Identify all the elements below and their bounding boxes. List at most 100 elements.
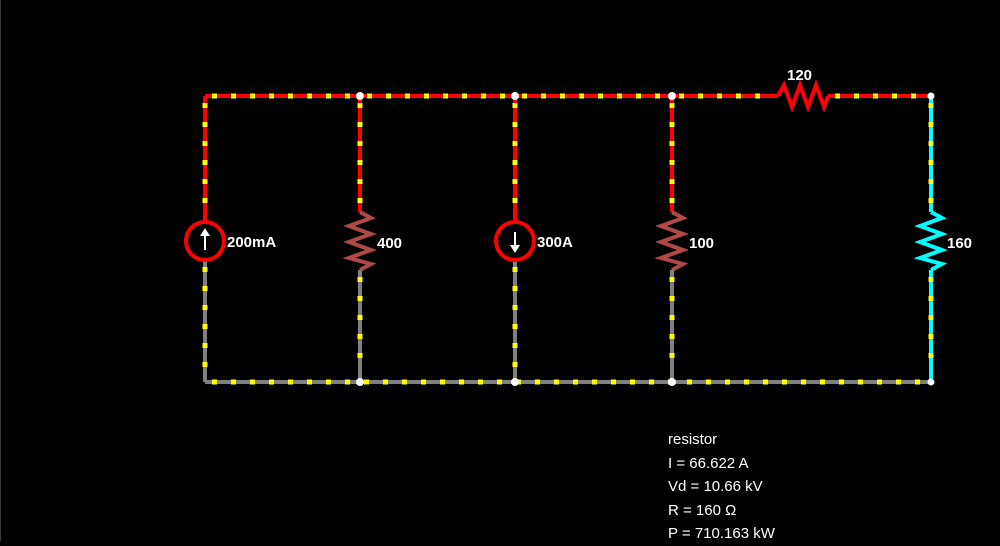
- current-dot: [535, 379, 540, 385]
- node-top-1[interactable]: [356, 92, 364, 100]
- current-dot: [669, 353, 675, 358]
- current-dot: [669, 198, 675, 203]
- current-dot: [512, 122, 518, 127]
- info-resistance: R = 160 Ω: [668, 501, 737, 519]
- component-info-panel: resistor I = 66.622 A Vd = 10.66 kV R = …: [668, 428, 775, 546]
- branch-resistor-160[interactable]: 160: [913, 96, 972, 382]
- current-dot: [231, 379, 236, 385]
- info-component-name: resistor: [668, 431, 718, 448]
- node-top-2[interactable]: [511, 92, 519, 100]
- current-dot: [669, 277, 675, 282]
- current-dot: [755, 93, 760, 99]
- current-dot: [736, 93, 741, 99]
- current-dot: [326, 93, 331, 99]
- resistor-400[interactable]: [342, 210, 377, 272]
- current-dot: [364, 379, 369, 385]
- current-dot: [669, 160, 675, 165]
- current-dot: [202, 362, 208, 367]
- current-dot: [636, 93, 641, 99]
- arrow-up-icon: [200, 228, 210, 236]
- current-dot: [744, 379, 749, 385]
- resistor-100[interactable]: [654, 210, 689, 272]
- node-bottom-3[interactable]: [668, 378, 676, 386]
- current-dot: [782, 379, 787, 385]
- arrow-down-icon: [510, 245, 520, 253]
- current-dot: [669, 179, 675, 184]
- current-dot: [402, 379, 407, 385]
- current-dot: [630, 379, 635, 385]
- current-dot: [202, 343, 208, 348]
- current-dot: [669, 122, 675, 127]
- current-dot: [687, 379, 692, 385]
- current-dot: [443, 93, 448, 99]
- branch-resistor-120[interactable]: 120: [776, 67, 830, 113]
- current-dot: [357, 122, 363, 127]
- current-dot: [512, 286, 518, 291]
- resistor-160[interactable]: [913, 210, 948, 272]
- current-dot: [763, 379, 768, 385]
- branch-source-200ma[interactable]: 200mA: [184, 96, 276, 382]
- branch-source-300a[interactable]: 300A: [494, 96, 573, 382]
- current-dot: [541, 93, 546, 99]
- current-dot: [405, 93, 410, 99]
- resistor-100-label: 100: [689, 235, 714, 252]
- current-dot: [202, 286, 208, 291]
- current-dot: [357, 277, 363, 282]
- current-dot: [928, 277, 934, 282]
- current-dot: [512, 103, 518, 108]
- current-dot: [202, 305, 208, 310]
- current-dot: [669, 103, 675, 108]
- current-dot: [858, 379, 863, 385]
- source2-label: 300A: [537, 234, 573, 251]
- current-dot: [367, 93, 372, 99]
- current-dot: [357, 296, 363, 301]
- current-dot: [928, 141, 934, 146]
- current-dot: [617, 93, 622, 99]
- node-top-3[interactable]: [668, 92, 676, 100]
- current-dot: [212, 93, 217, 99]
- node-bottom-1[interactable]: [356, 378, 364, 386]
- current-dot: [307, 93, 312, 99]
- current-dot: [512, 160, 518, 165]
- node-top-corner[interactable]: [927, 92, 935, 100]
- current-dot: [598, 93, 603, 99]
- current-dot: [424, 93, 429, 99]
- current-dot: [288, 379, 293, 385]
- info-voltage-drop: Vd = 10.66 kV: [668, 478, 763, 495]
- current-dot: [357, 334, 363, 339]
- current-dot: [669, 296, 675, 301]
- resistor-120[interactable]: [776, 79, 830, 113]
- current-dot: [512, 198, 518, 203]
- current-dot: [873, 93, 878, 99]
- current-dot: [357, 198, 363, 203]
- node-bottom-2[interactable]: [511, 378, 519, 386]
- current-dot: [231, 93, 236, 99]
- resistor-120-label: 120: [787, 67, 812, 84]
- current-dot: [560, 93, 565, 99]
- current-source-200ma[interactable]: [184, 220, 226, 262]
- current-dot: [522, 93, 527, 99]
- current-dot: [854, 93, 859, 99]
- current-source-300a[interactable]: [494, 220, 536, 262]
- current-dot: [357, 315, 363, 320]
- current-dot: [500, 93, 505, 99]
- current-dot: [835, 93, 840, 99]
- current-dot: [892, 93, 897, 99]
- info-power: P = 710.163 kW: [668, 525, 775, 542]
- current-dot: [202, 160, 208, 165]
- branch-resistor-100[interactable]: 100: [654, 96, 714, 382]
- current-dot: [288, 93, 293, 99]
- current-dot: [512, 179, 518, 184]
- current-dot: [357, 103, 363, 108]
- branch-resistor-400[interactable]: 400: [342, 96, 402, 382]
- current-dot: [928, 315, 934, 320]
- junction-nodes[interactable]: [356, 92, 935, 386]
- current-dot: [202, 179, 208, 184]
- current-dot: [383, 379, 388, 385]
- current-dot: [202, 122, 208, 127]
- node-bottom-corner[interactable]: [927, 378, 935, 386]
- current-dot: [649, 379, 654, 385]
- current-dot: [928, 198, 934, 203]
